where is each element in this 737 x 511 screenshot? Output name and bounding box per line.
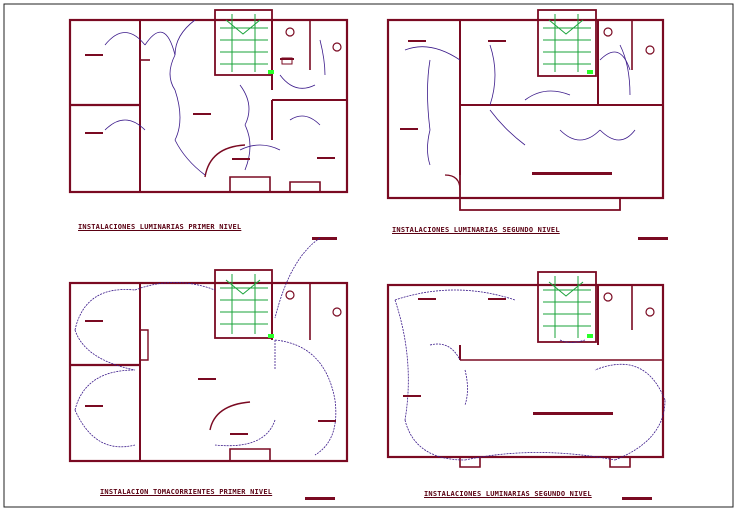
- plan-1-stair: [220, 14, 268, 72]
- plan-2-panel-marker: [587, 70, 593, 74]
- plan-3-panel-marker: [268, 334, 274, 338]
- plan-2-wiring: [404, 44, 636, 166]
- plan-1-panel-marker: [268, 70, 274, 74]
- sheet-border: [3, 3, 734, 508]
- plan-4-panel-marker: [587, 334, 593, 338]
- plan-4-stair: [543, 276, 591, 338]
- plan-2-lighting-second-floor: [386, 9, 665, 211]
- plan-3-title: INSTALACION TOMACORRIENTES PRIMER NIVEL: [100, 488, 273, 496]
- plan-1-lighting-first-floor: [68, 9, 349, 194]
- plan-2-labels: [400, 40, 668, 240]
- plan-3-stair: [220, 274, 268, 334]
- plan-4-wiring: [394, 289, 666, 461]
- plan-1-labels: [85, 54, 337, 240]
- plan-4-labels: [403, 298, 652, 500]
- plan-3-wiring: [74, 237, 337, 456]
- plan-4-title: INSTALACIONES LUMINARIAS SEGUNDO NIVEL: [424, 490, 592, 498]
- plan-2-stair: [543, 14, 591, 72]
- plan-1-wiring: [104, 19, 326, 176]
- plan-1-title: INSTALACIONES LUMINARIAS PRIMER NIVEL: [78, 223, 242, 231]
- plan-4-lighting-second-floor: [386, 271, 665, 468]
- plan-3-outlets-first-floor: [68, 269, 349, 463]
- plan-2-title: INSTALACIONES LUMINARIAS SEGUNDO NIVEL: [392, 226, 560, 234]
- plan-3-labels: [85, 320, 336, 500]
